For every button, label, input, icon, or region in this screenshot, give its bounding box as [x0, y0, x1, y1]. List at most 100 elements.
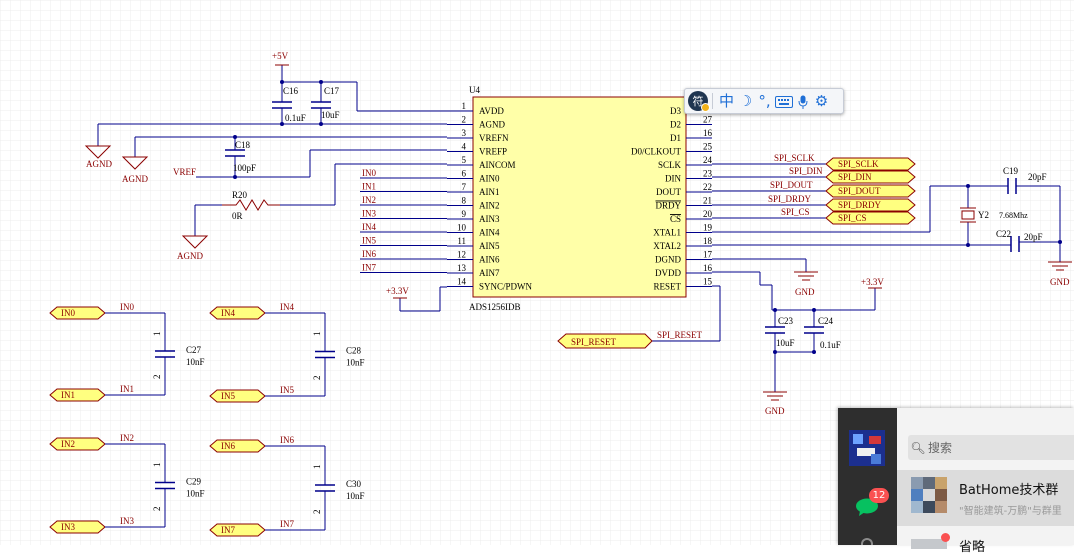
capacitor-c24[interactable] [804, 326, 824, 334]
ime-moon-icon[interactable]: ☽ [738, 92, 753, 110]
pin-1-label: 1 [312, 332, 322, 337]
port-input[interactable]: IN1 [49, 388, 106, 402]
pin-number: 15 [703, 277, 713, 287]
ain-net-label: IN1 [362, 182, 376, 192]
ime-microphone-icon[interactable] [793, 91, 812, 111]
pin-2-label: 2 [312, 510, 322, 515]
ain-net-label: IN3 [362, 209, 376, 219]
input-net-label: IN3 [120, 516, 134, 526]
agnd-label-1: AGND [86, 159, 112, 169]
power-dots [233, 80, 323, 179]
c19-ref: C19 [1003, 166, 1019, 176]
pin-name: D2 [670, 120, 681, 130]
reset-net-label: SPI_RESET [657, 330, 703, 340]
pin-1-label: 1 [152, 332, 162, 337]
port-input-label: IN4 [221, 308, 235, 318]
port-input[interactable]: IN5 [209, 389, 266, 403]
pin-name: AIN3 [479, 214, 500, 224]
port-input[interactable]: IN2 [49, 437, 106, 451]
port-spi-reset[interactable]: SPI_RESET [557, 333, 653, 349]
pin-number: 8 [462, 196, 467, 206]
spi-net-label: SPI_SCLK [774, 153, 815, 163]
r20-ref: R20 [232, 190, 248, 200]
crystal-y2[interactable] [960, 207, 976, 223]
port-input[interactable]: IN0 [49, 306, 106, 320]
user-avatar[interactable] [849, 430, 885, 466]
pin-name: AINCOM [479, 160, 516, 170]
agnd-symbols [84, 145, 209, 249]
port-input[interactable]: IN4 [209, 306, 266, 320]
capacitor-c22[interactable] [1010, 236, 1020, 252]
port-spi[interactable]: SPI_DRDY [825, 198, 916, 212]
c29-ref: C29 [186, 477, 202, 487]
input-filter-section: IN0IN0IN1IN112C2710nFIN4IN4IN5IN512C2810… [49, 302, 365, 537]
port-spi[interactable]: SPI_CS [825, 211, 916, 225]
ime-settings-gear-icon[interactable]: ⚙ [814, 92, 829, 110]
ime-separator [712, 93, 713, 109]
gnd-label-3: GND [765, 406, 785, 416]
group-avatar-partial [911, 539, 947, 549]
ain-net-label: IN5 [362, 236, 376, 246]
input-net-label: IN0 [120, 302, 134, 312]
port-input[interactable]: IN6 [209, 439, 266, 453]
capacitor-c29[interactable] [155, 481, 175, 490]
port-input-label: IN3 [61, 522, 75, 532]
pin-number: 23 [703, 169, 713, 179]
c16-value: 0.1uF [285, 113, 306, 123]
search-input[interactable] [928, 440, 1058, 455]
c29-value: 10nF [186, 489, 205, 499]
c17-ref: C17 [324, 86, 340, 96]
ime-toolbar[interactable]: 符 中 ☽ °, ⚙ [684, 88, 844, 114]
capacitor-c17[interactable] [311, 101, 331, 109]
pin-number: 19 [703, 223, 713, 233]
port-spi[interactable]: SPI_SCLK [825, 157, 916, 171]
pin-name: DGND [655, 255, 681, 265]
port-input[interactable]: IN3 [49, 520, 106, 534]
port-input-label: IN0 [61, 308, 75, 318]
contacts-icon[interactable] [861, 538, 873, 545]
c28-value: 10nF [346, 358, 365, 368]
gnd-symbols [763, 261, 1072, 401]
pin-number: 3 [462, 128, 467, 138]
pin-name: XTAL1 [653, 228, 681, 238]
input-net-label: IN6 [280, 435, 294, 445]
ime-logo-icon[interactable]: 符 [688, 91, 710, 112]
c23-ref: C23 [778, 316, 794, 326]
capacitor-c28[interactable] [315, 350, 335, 359]
port-spi[interactable]: SPI_DOUT [825, 184, 916, 198]
capacitor-c16[interactable] [272, 101, 292, 109]
c24-ref: C24 [818, 316, 834, 326]
port-spi-label: SPI_CS [838, 213, 867, 223]
capacitor-c30[interactable] [315, 484, 335, 492]
capacitor-c27[interactable] [155, 350, 175, 358]
chat-name: BatHome技术群 [959, 483, 1059, 498]
chat-list-item[interactable]: BatHome技术群 "智能建筑-万鹏"与群里 [897, 470, 1074, 526]
chat-list-item-partial[interactable]: 省略 [897, 533, 1074, 555]
input-net-label: IN2 [120, 433, 134, 443]
ain-net-label: IN7 [362, 263, 376, 273]
pin-1-label: 1 [152, 463, 162, 468]
resistor-r20[interactable] [222, 199, 280, 211]
ime-keyboard-icon[interactable] [774, 91, 793, 111]
capacitor-c19[interactable] [1007, 178, 1017, 194]
capacitor-c23[interactable] [765, 326, 785, 334]
pin-name: D1 [670, 133, 681, 143]
pin-name: XTAL2 [653, 241, 681, 251]
spi-bus: SPI_SCLKSPI_SCLKSPI_DINSPI_DINSPI_DOUTSP… [768, 153, 916, 225]
pin-number: 16 [703, 263, 713, 273]
port-spi[interactable]: SPI_DIN [825, 170, 916, 184]
capacitor-c18[interactable] [225, 149, 245, 157]
port-spi-label: SPI_DOUT [838, 186, 881, 196]
port-spi-reset-label: SPI_RESET [571, 337, 617, 347]
port-input[interactable]: IN7 [209, 523, 266, 537]
ime-punct-icon[interactable]: °, [758, 92, 771, 110]
pin-number: 16 [703, 128, 713, 138]
pin-name: AIN7 [479, 268, 500, 278]
port-spi-label: SPI_SCLK [838, 159, 879, 169]
ime-mode-button[interactable]: 中 [718, 92, 734, 110]
wechat-search-box[interactable]: 🔍︎ [908, 435, 1074, 460]
input-net-label: IN4 [280, 302, 294, 312]
